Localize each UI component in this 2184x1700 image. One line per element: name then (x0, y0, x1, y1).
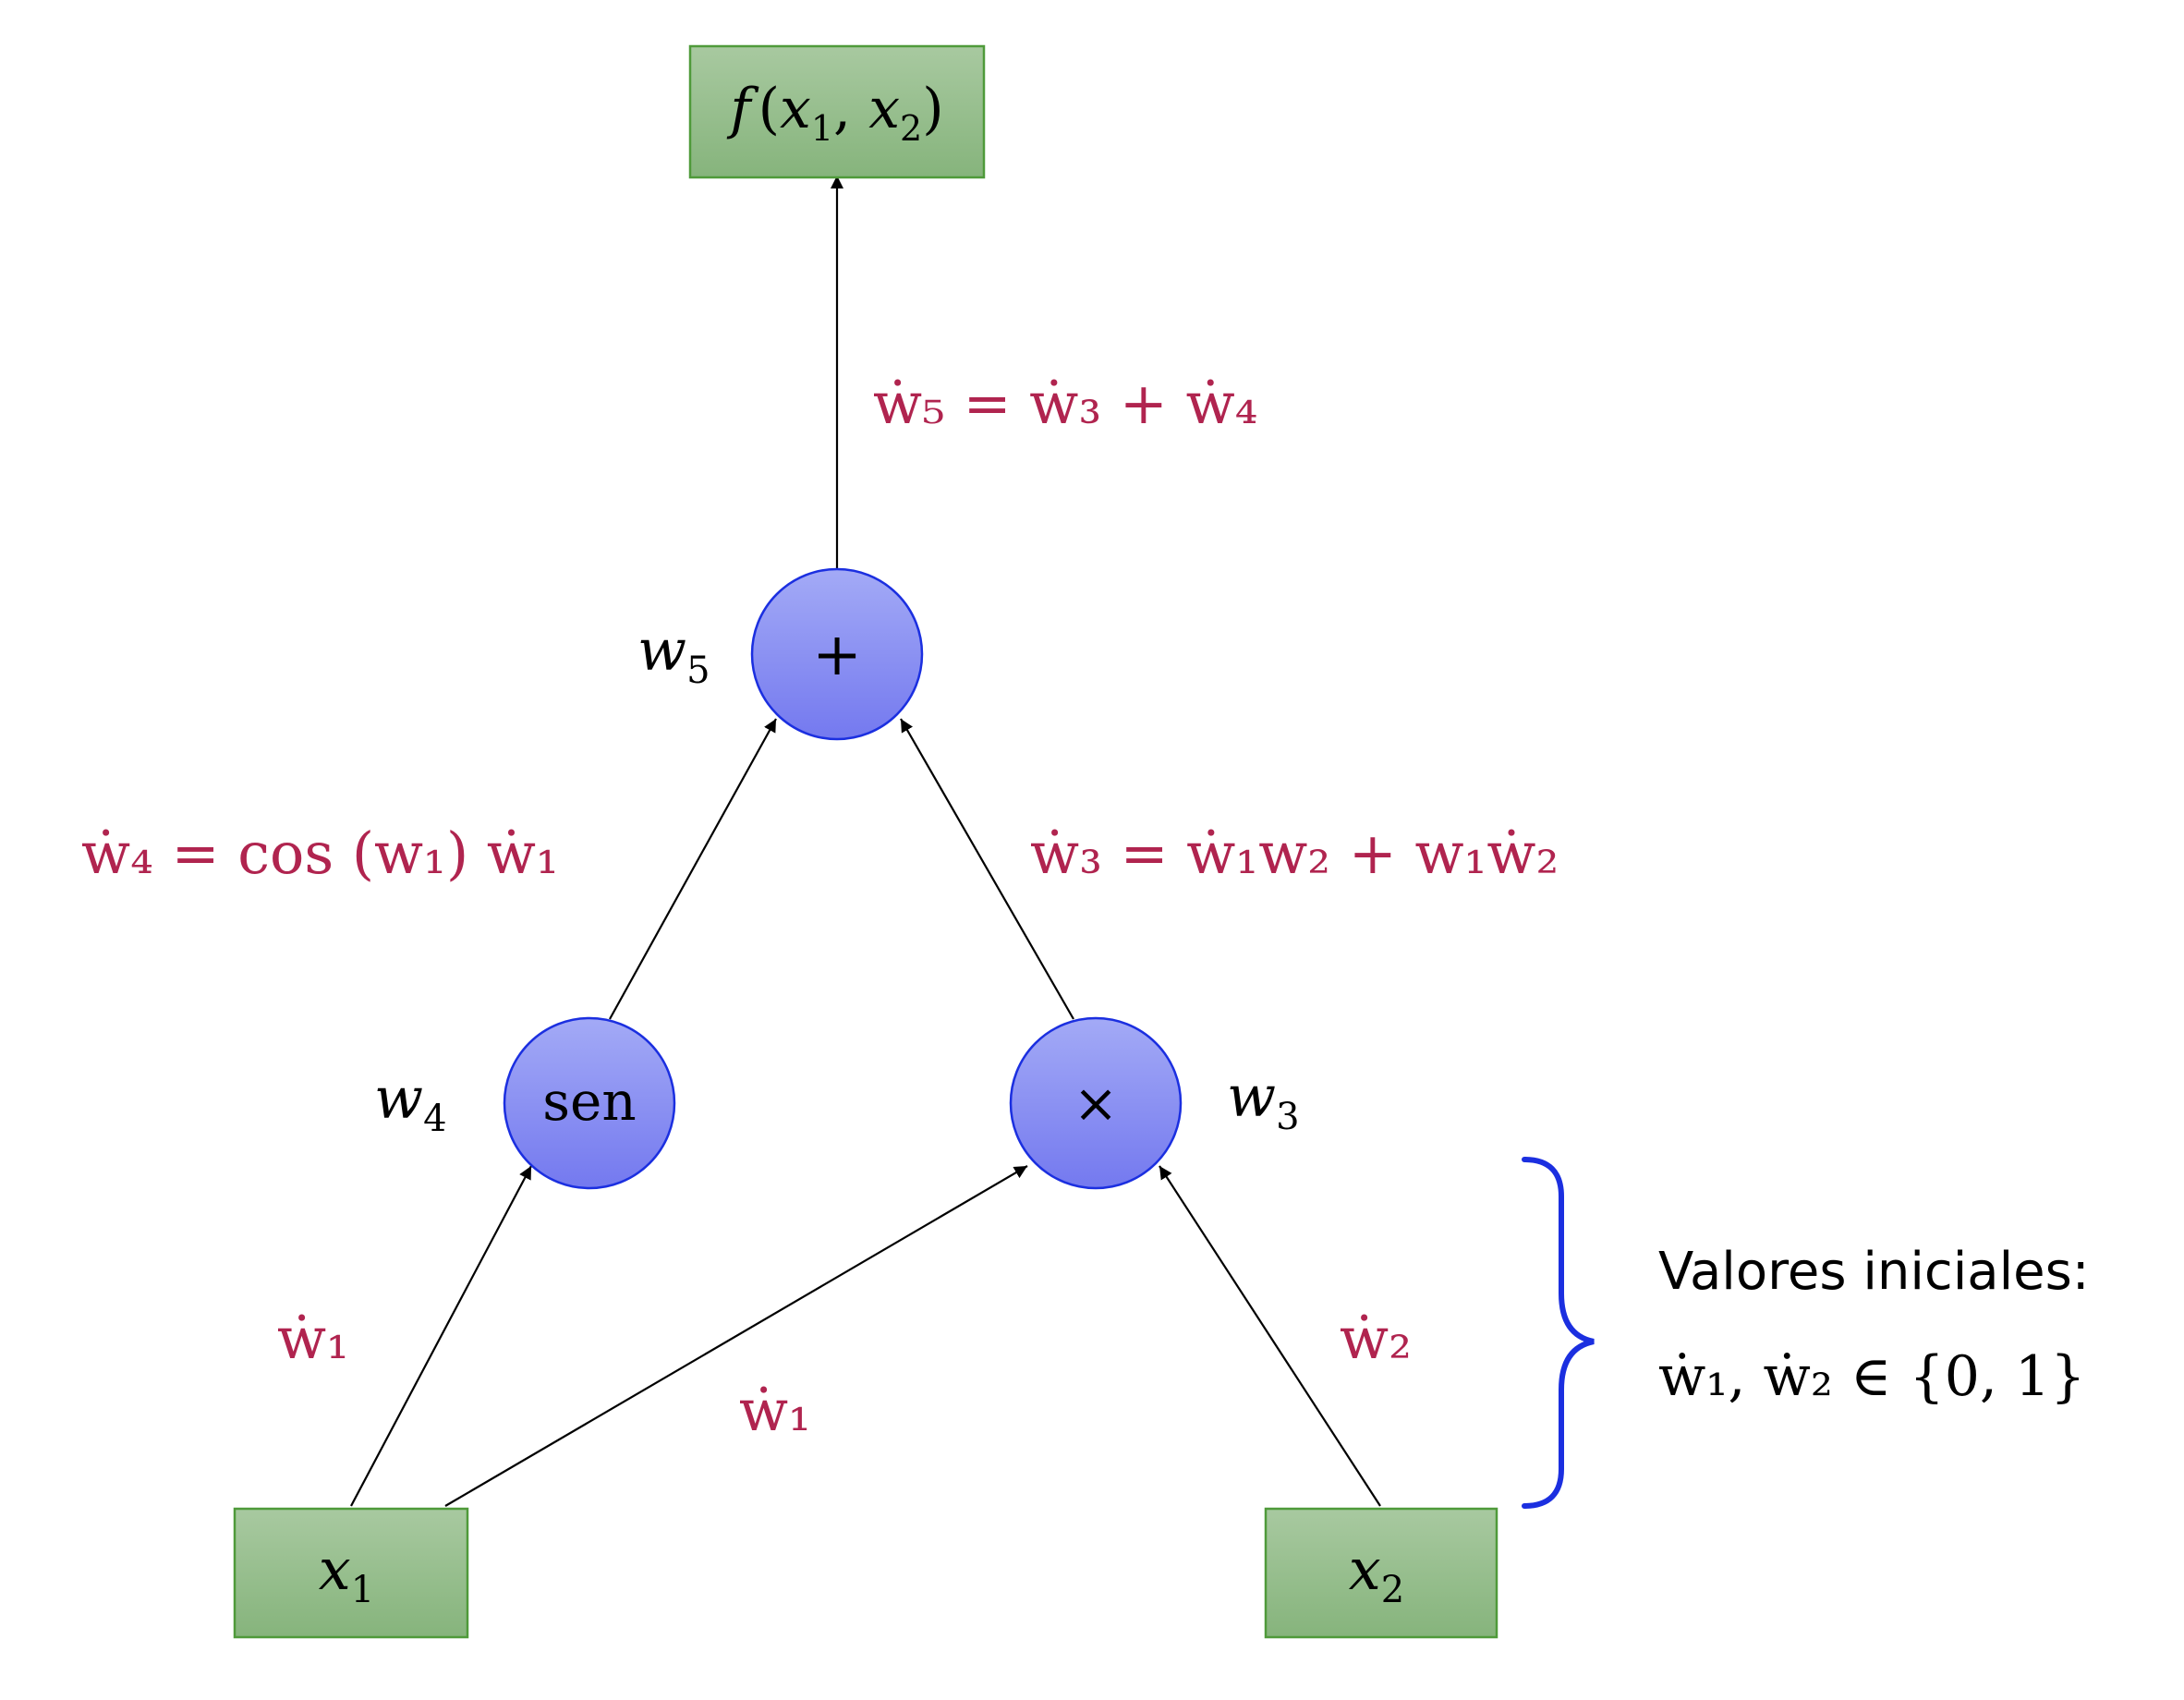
initial-values-formula: ẇ₁, ẇ₂ ∈ {0, 1} (1658, 1344, 2085, 1409)
plus-node: + w5 (637, 567, 924, 741)
x2-node: x2 (1264, 1507, 1498, 1639)
w5-dot-equation: ẇ₅ = ẇ₃ + ẇ₄ (873, 370, 1258, 437)
times-circle (1009, 1016, 1183, 1190)
x1-to-times-label: ẇ₁ (739, 1377, 811, 1444)
edge-x1-to-sin (350, 1165, 532, 1507)
edge-times-to-plus (900, 718, 1074, 1020)
initial-values-title: Valores iniciales: (1658, 1242, 2090, 1302)
times-symbol: × (1074, 1072, 1119, 1135)
derivative-labels: ẇ₅ = ẇ₃ + ẇ₄ ẇ₄ = cos (w₁) ẇ₁ ẇ₃ = ẇ₁w₂ … (81, 370, 1559, 1444)
sin-symbol: sen (542, 1070, 636, 1133)
plus-symbol: + (812, 621, 862, 689)
plus-weight-label: w5 (637, 616, 710, 692)
x1-label: x1 (319, 1536, 374, 1611)
x2-to-times-label: ẇ₂ (1340, 1305, 1412, 1372)
output-node: f(x1, x2) (688, 44, 986, 179)
plus-circle (750, 567, 924, 741)
initial-values-brace (1522, 1157, 1595, 1509)
times-weight-label: w3 (1227, 1062, 1300, 1138)
sin-node: sen w4 (374, 1016, 676, 1190)
edge-sin-to-plus (609, 718, 777, 1020)
x1-to-sin-label: ẇ₁ (277, 1305, 349, 1372)
edges (350, 176, 1381, 1507)
w3-dot-equation: ẇ₃ = ẇ₁w₂ + w₁ẇ₂ (1030, 820, 1559, 887)
edge-x1-to-times (444, 1165, 1028, 1507)
x1-box (233, 1507, 469, 1639)
x2-label: x2 (1349, 1536, 1404, 1611)
x2-box (1264, 1507, 1498, 1639)
w4-dot-equation: ẇ₄ = cos (w₁) ẇ₁ (81, 820, 559, 887)
sin-circle (503, 1016, 676, 1190)
times-node: × w3 (1009, 1016, 1300, 1190)
sin-weight-label: w4 (374, 1064, 447, 1140)
output-box (688, 44, 986, 179)
x1-node: x1 (233, 1507, 469, 1639)
edge-x2-to-times (1159, 1165, 1381, 1507)
